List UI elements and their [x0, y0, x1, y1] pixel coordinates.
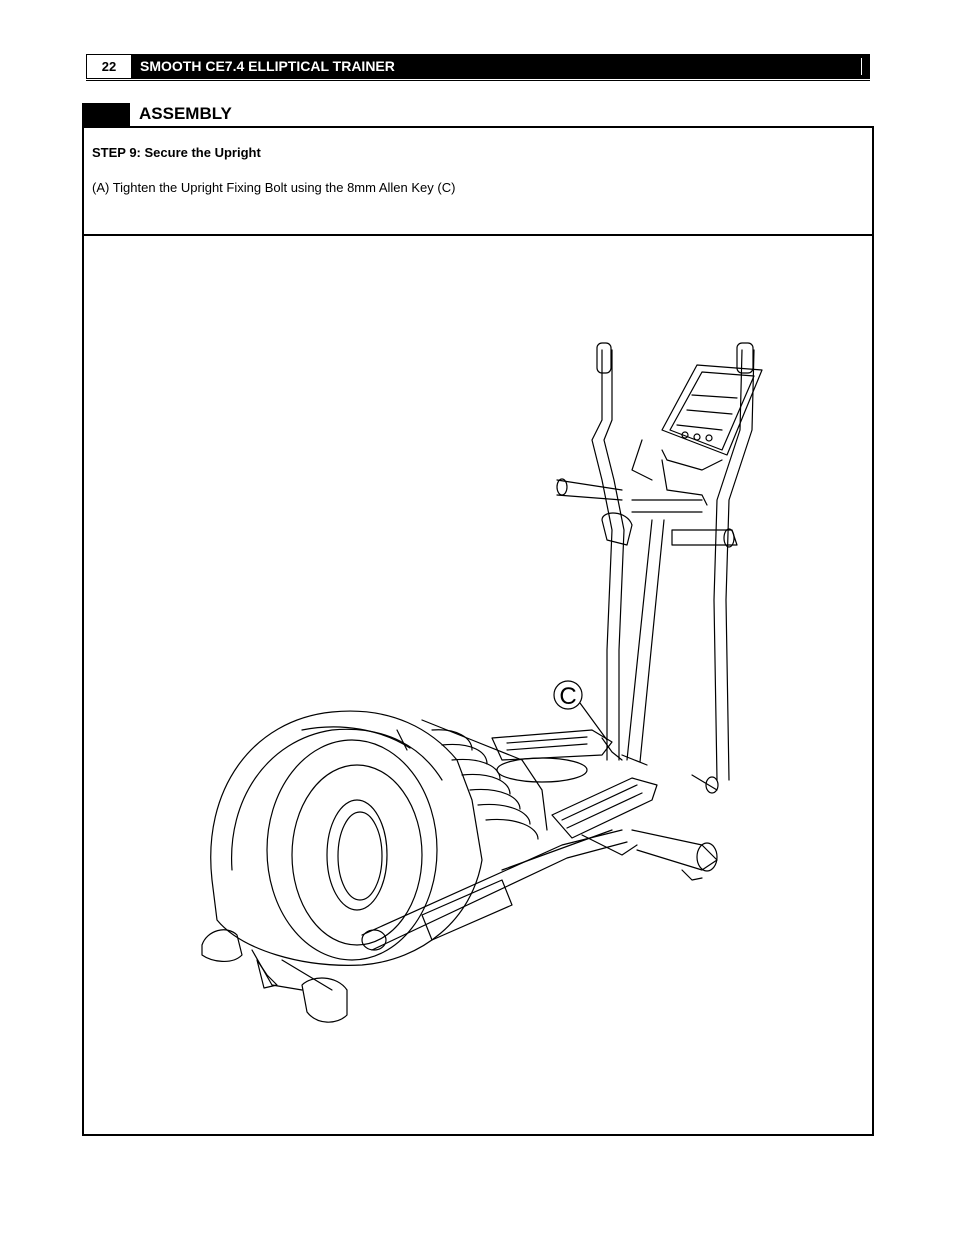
document-title-text: SMOOTH CE7.4 ELLIPTICAL TRAINER — [140, 58, 395, 74]
figure-box: C — [82, 234, 874, 1136]
callout-label: C — [559, 683, 576, 710]
left-pedal — [491, 729, 613, 783]
main-rail — [361, 829, 628, 951]
step-instruction: (A) Tighten the Upright Fixing Bolt usin… — [92, 180, 456, 195]
section-title: ASSEMBLY — [139, 104, 232, 123]
page-header: 22 SMOOTH CE7.4 ELLIPTICAL TRAINER — [86, 54, 870, 81]
resistance-fins — [421, 719, 548, 840]
callout-c: C — [553, 680, 623, 761]
right-arm — [671, 342, 755, 794]
page-number: 22 — [86, 54, 132, 79]
left-arm — [556, 342, 633, 761]
console — [631, 364, 763, 513]
front-stabilizer — [631, 829, 718, 881]
instruction-box: STEP 9: Secure the Upright (A) Tighten t… — [82, 126, 874, 236]
rear-base — [201, 929, 348, 1023]
right-pedal — [551, 777, 658, 856]
title-bar-divider — [861, 58, 862, 75]
flywheel-shroud — [210, 710, 483, 966]
elliptical-trainer-illustration: C — [201, 342, 763, 1023]
section-marker — [82, 103, 130, 127]
document-title: SMOOTH CE7.4 ELLIPTICAL TRAINER — [132, 54, 870, 79]
step-title: STEP 9: Secure the Upright — [92, 145, 261, 160]
upright-post — [621, 519, 665, 766]
header-rule — [86, 80, 870, 81]
